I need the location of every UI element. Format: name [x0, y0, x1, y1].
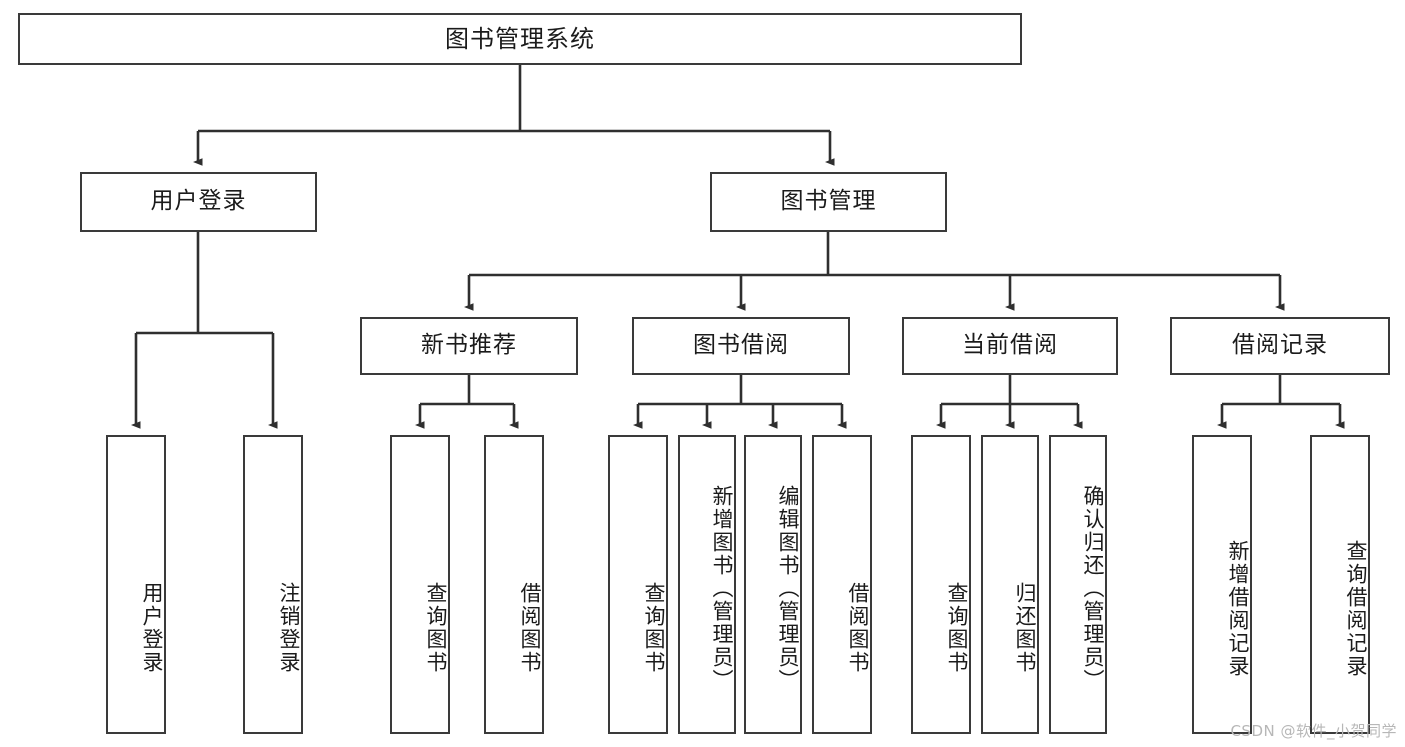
leaf-user-login[interactable]: 用户登录: [106, 435, 166, 734]
leaf-current-query-book[interactable]: 查询图书: [911, 435, 971, 734]
leaf-current-return-book[interactable]: 归还图书: [981, 435, 1039, 734]
leaf-record-query[interactable]: 查询借阅记录: [1310, 435, 1370, 734]
leaf-user-logout[interactable]: 注销登录: [243, 435, 303, 734]
leaf-current-confirm-return[interactable]: 确认归还（管理员）: [1049, 435, 1107, 734]
leaf-borrow-edit-book[interactable]: 编辑图书（管理员）: [744, 435, 802, 734]
leaf-recommend-query-book[interactable]: 查询图书: [390, 435, 450, 734]
leaf-borrow-borrow-book[interactable]: 借阅图书: [812, 435, 872, 734]
node-borrow-record[interactable]: 借阅记录: [1170, 317, 1390, 375]
leaf-borrow-query-book[interactable]: 查询图书: [608, 435, 668, 734]
node-book-management[interactable]: 图书管理: [710, 172, 947, 232]
leaf-record-add[interactable]: 新增借阅记录: [1192, 435, 1252, 734]
leaf-borrow-add-book[interactable]: 新增图书（管理员）: [678, 435, 736, 734]
node-user-login[interactable]: 用户登录: [80, 172, 317, 232]
node-new-book-recommend[interactable]: 新书推荐: [360, 317, 578, 375]
node-current-borrow[interactable]: 当前借阅: [902, 317, 1118, 375]
csdn-watermark: CSDN @软件_小贺同学: [1230, 722, 1397, 740]
node-root-system[interactable]: 图书管理系统: [18, 13, 1022, 65]
leaf-recommend-borrow-book[interactable]: 借阅图书: [484, 435, 544, 734]
node-book-borrow[interactable]: 图书借阅: [632, 317, 850, 375]
